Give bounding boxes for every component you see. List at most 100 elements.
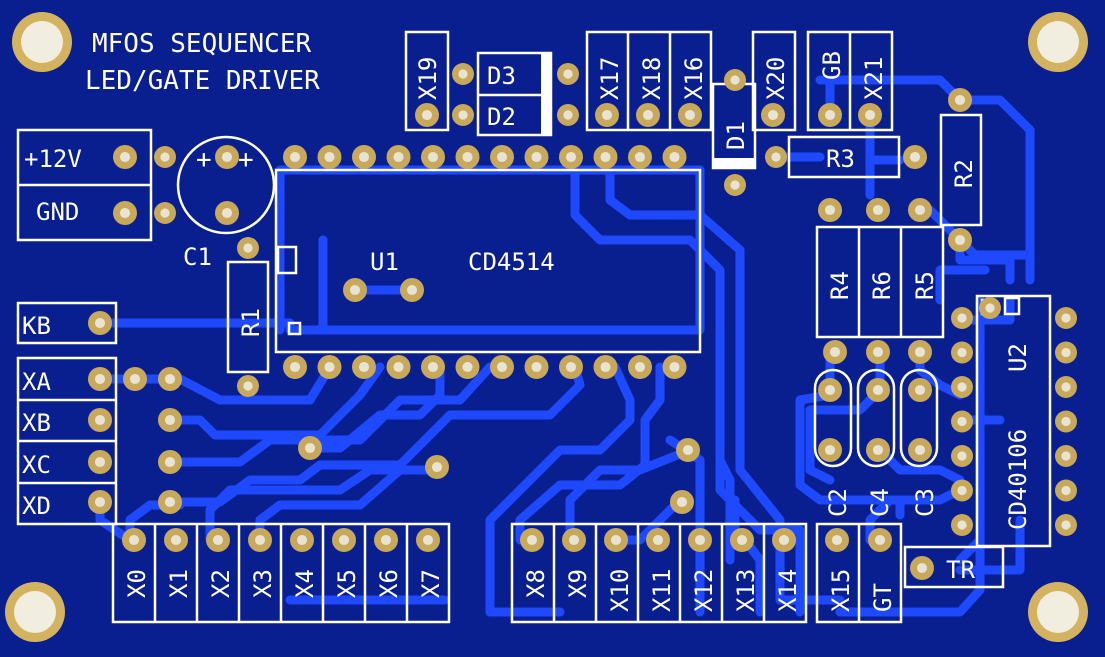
drill-hole [565, 151, 577, 163]
drill-hole [296, 534, 308, 546]
drill-hole [1061, 520, 1071, 530]
drill-hole [289, 361, 301, 373]
drill-hole [1061, 485, 1071, 496]
ic-u2: U2 CD40106 [975, 294, 1052, 548]
drill-hole [458, 69, 468, 79]
label-gnd: GND [36, 198, 79, 226]
label-x19: X19 [414, 57, 442, 100]
drill-hole [957, 313, 967, 323]
label-x8: X8 [522, 569, 550, 598]
drill-hole [682, 444, 694, 456]
drill-hole [778, 534, 790, 546]
drill-hole [94, 373, 106, 385]
label-x6: X6 [375, 569, 403, 598]
label-x13: X13 [732, 569, 760, 612]
drill-hole [431, 461, 443, 473]
label-12v: +12V [24, 145, 82, 173]
drill-hole [872, 204, 884, 216]
label-u1: U1 [370, 248, 399, 276]
drill-hole [736, 534, 748, 546]
drill-hole [94, 496, 106, 508]
power-connector: +12V GND [16, 128, 153, 242]
drill-hole [358, 361, 370, 373]
label-r1: R1 [237, 308, 265, 337]
drill-hole [824, 109, 836, 121]
drill-hole [824, 444, 836, 456]
drill-hole [462, 361, 473, 373]
drill-hole [642, 109, 654, 121]
label-gb: GB [818, 51, 846, 80]
drill-hole [427, 361, 439, 373]
c1-plus-left: + [196, 145, 212, 175]
label-xc: XC [22, 451, 51, 479]
drill-hole [669, 151, 680, 163]
drill-hole [160, 208, 170, 218]
label-x14: X14 [774, 569, 802, 612]
drill-hole [393, 151, 404, 163]
label-x15: X15 [827, 569, 855, 612]
drill-hole [730, 75, 740, 85]
drill-hole [669, 361, 680, 373]
drill-hole [957, 347, 967, 358]
input-connector: KB XA XB XC XD [16, 301, 118, 526]
drill-hole [874, 534, 886, 546]
drill-hole [94, 414, 106, 426]
label-x11: X11 [648, 569, 676, 612]
drill-hole [957, 451, 967, 461]
label-xa: XA [22, 368, 51, 396]
drill-hole [1061, 313, 1071, 323]
label-x12: X12 [690, 569, 718, 612]
drill-hole [957, 520, 967, 530]
label-gt: GT [869, 583, 897, 612]
label-x3: X3 [249, 569, 277, 598]
drill-hole [406, 284, 418, 296]
drill-hole [864, 109, 876, 121]
drill-hole [957, 416, 967, 427]
drill-hole [458, 110, 468, 120]
drill-hole [954, 94, 966, 106]
label-d2: D2 [487, 103, 516, 131]
mounting-holes [5, 12, 1088, 642]
ic-u1: U1 CD4514 [274, 168, 702, 354]
drill-hole [94, 317, 106, 329]
drill-hole [160, 152, 170, 162]
drill-hole [600, 151, 611, 163]
label-x17: X17 [596, 57, 624, 100]
drill-hole [600, 361, 611, 373]
label-x21: X21 [860, 57, 888, 100]
tr-connector: TR [903, 545, 1005, 589]
drill-hole [872, 384, 884, 396]
capacitors-c2-c4-c3: C2 C4 C3 [813, 368, 939, 517]
drill-hole [170, 534, 182, 546]
label-kb: KB [22, 312, 51, 340]
drill-hole [221, 207, 233, 219]
drill-hole [957, 382, 967, 392]
drill-hole [462, 151, 473, 163]
drill-hole [380, 534, 392, 546]
drill-hole [914, 444, 926, 456]
drill-hole [914, 384, 926, 396]
label-c3: C3 [911, 488, 939, 517]
drill-hole [914, 204, 926, 216]
drill-hole [119, 151, 131, 163]
label-u2: U2 [1004, 343, 1032, 372]
drill-hole [338, 534, 350, 546]
label-x4: X4 [291, 569, 319, 598]
drill-hole [128, 534, 140, 546]
drill-hole [829, 346, 841, 358]
drill-hole [531, 361, 542, 373]
drill-hole [824, 204, 836, 216]
drill-hole [289, 151, 301, 163]
drill-hole [349, 284, 361, 296]
label-c1: C1 [183, 243, 212, 271]
drill-hole [730, 180, 740, 190]
drill-hole [164, 456, 176, 468]
drill-hole [563, 69, 573, 79]
label-r3: R3 [826, 145, 855, 173]
solder-pads [88, 63, 1077, 580]
label-r2: R2 [950, 159, 978, 188]
drill-hole [164, 373, 176, 385]
drill-hole [831, 534, 843, 546]
drill-hole [872, 444, 884, 456]
